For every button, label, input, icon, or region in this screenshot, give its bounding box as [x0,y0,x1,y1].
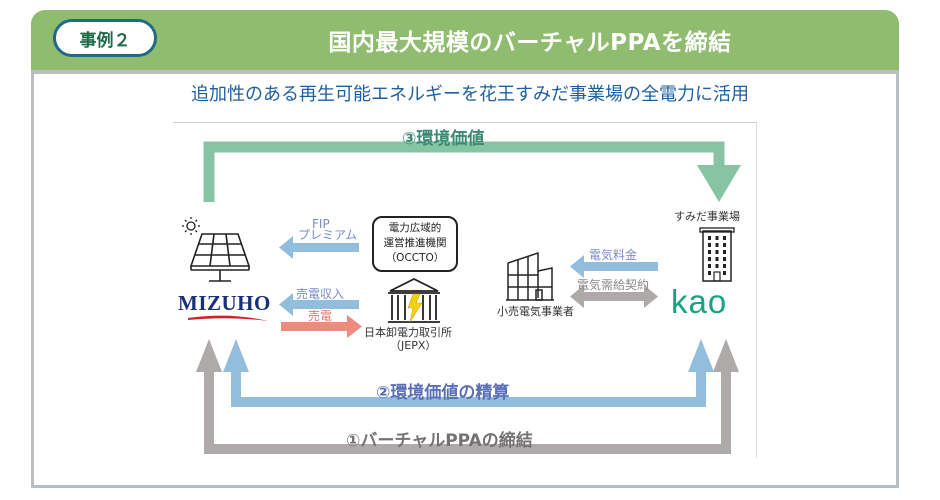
flow3-label: ③環境価値 [402,129,485,149]
retailer-label: 小売電気事業者 [497,305,574,318]
flow2-arrow [223,339,714,407]
sales-label: 売電 [308,309,333,323]
supply-contract-label: 電気需給契約 [577,278,650,292]
occto-box: 電力広域的 運営推進機関 （OCCTO） [372,216,458,272]
header-divider [31,70,899,74]
flow2-label: ②環境価値の精算 [376,383,510,403]
electricity-fee-arrow [570,255,658,278]
office-tower-icon [699,227,735,282]
retailer-building-icon [506,251,554,301]
supply-contract-arrow [570,285,658,308]
lightning-icon [407,293,423,323]
occto-line2: 運営推進機関 [383,237,447,249]
occto-line1: 電力広域的 [388,222,442,234]
fip-label-line2: プレミアム [298,228,358,242]
mizuho-swoosh [188,315,268,321]
diagram-frame [173,122,757,458]
jepx-label-line1: 日本卸電力取引所 [364,326,452,339]
sales-income-label: 売電収入 [296,287,345,301]
mizuho-logo: MIZUHO [178,291,271,315]
solar-panel-icon [189,233,251,282]
flow1-label: ①バーチャルPPAの締結 [346,431,533,451]
sun-icon [182,217,200,235]
sales-income-arrow [279,293,359,316]
jepx-label-line2: （JEPX） [390,339,437,352]
fip-label-line1: FIP [312,217,330,231]
occto-line3: （OCCTO） [385,252,445,264]
case-badge: 事例２ [53,19,157,57]
flow3-arrow [203,141,741,202]
fip-arrow [279,236,359,259]
subtitle: 追加性のある再生可能エネルギーを花王すみだ事業場の全電力に活用 [191,84,749,105]
electricity-fee-label: 電気料金 [589,248,638,262]
sales-arrow [281,315,362,338]
exchange-building-icon [388,277,440,323]
card-header: 事例２ 国内最大規模のバーチャルPPAを締結 [31,10,899,70]
kao-logo: kao [671,283,728,320]
flow1-arrow [196,339,739,454]
site-label: すみだ事業場 [674,210,740,223]
card-title: 国内最大規模のバーチャルPPAを締結 [328,30,732,56]
